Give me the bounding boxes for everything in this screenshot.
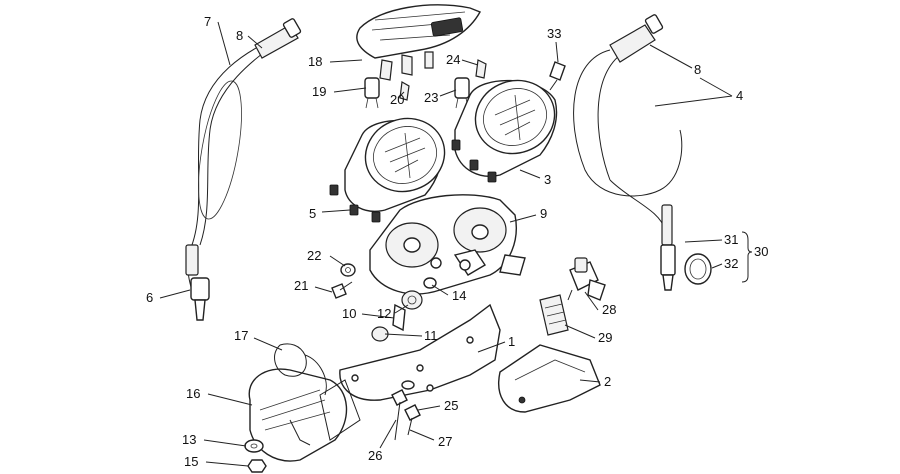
callout-15: 15 — [184, 454, 198, 469]
left-cable-assembly — [185, 18, 302, 321]
callout-31: 31 — [724, 232, 738, 247]
callout-24: 24 — [446, 52, 460, 67]
bulb-holders — [364, 59, 487, 109]
callout-29: 29 — [598, 330, 612, 345]
wiring-loom-16-17 — [248, 343, 361, 462]
callout-27: 27 — [438, 434, 452, 449]
callout-5: 5 — [309, 206, 316, 221]
screw-33 — [549, 61, 566, 91]
callout-16: 16 — [186, 386, 200, 401]
rev-counter-instrument — [451, 79, 558, 183]
cable-fitting-lower-right — [660, 244, 676, 276]
cable-fitting-lower-left — [185, 244, 199, 276]
callout-8-right: 8 — [694, 62, 701, 77]
callout-10: 10 — [342, 306, 356, 321]
bulb-20 — [399, 81, 410, 101]
callout-25: 25 — [444, 398, 458, 413]
callout-21: 21 — [294, 278, 308, 293]
callout-8-left: 8 — [236, 28, 243, 43]
bulb-holder-23 — [454, 77, 470, 99]
connector-29 — [539, 294, 569, 336]
callout-22: 22 — [307, 248, 321, 263]
callout-23: 23 — [424, 90, 438, 105]
spacer-10 — [392, 303, 406, 332]
warning-light-panel — [356, 4, 481, 81]
callout-30: 30 — [754, 244, 768, 259]
washer-13 — [244, 439, 264, 453]
cable-nut-6 — [190, 277, 210, 301]
callout-20: 20 — [390, 92, 404, 107]
nut-15 — [247, 459, 267, 473]
callout-labels: 7 8 18 19 20 24 23 33 8 4 3 5 9 22 21 6 … — [146, 14, 768, 469]
cover-2 — [498, 344, 601, 413]
callout-13: 13 — [182, 432, 196, 447]
right-cable-assembly — [573, 14, 712, 291]
callout-3: 3 — [544, 172, 551, 187]
callout-18: 18 — [308, 54, 322, 69]
callout-7: 7 — [204, 14, 211, 29]
bolts-25-26-27 — [391, 380, 421, 441]
bracket-plate-1 — [339, 303, 501, 401]
nut-22 — [340, 263, 356, 277]
instrument-housing-9 — [369, 194, 526, 295]
callout-4: 4 — [736, 88, 743, 103]
screw-21-nut-22 — [331, 263, 356, 299]
callout-12: 12 — [377, 306, 391, 321]
bulb-24 — [475, 59, 487, 79]
callout-6: 6 — [146, 290, 153, 305]
screw-21 — [331, 283, 347, 299]
callout-19: 19 — [312, 84, 326, 99]
washer-13-nut-15 — [244, 439, 267, 473]
callout-1: 1 — [508, 334, 515, 349]
switch-28 — [567, 257, 606, 301]
cable-end-fitting-top-right — [609, 24, 656, 63]
callout-33: 33 — [547, 26, 561, 41]
ring-nut-32 — [684, 253, 712, 285]
grommets-and-washers — [371, 257, 442, 342]
leader-lines — [159, 21, 753, 467]
callout-17: 17 — [234, 328, 248, 343]
cable-end-fitting-top-left — [254, 24, 299, 59]
callout-11: 11 — [424, 328, 438, 343]
callout-14: 14 — [452, 288, 466, 303]
callout-2: 2 — [604, 374, 611, 389]
callout-9: 9 — [540, 206, 547, 221]
callout-28: 28 — [602, 302, 616, 317]
bulb-holder-19 — [364, 77, 380, 99]
callout-32: 32 — [724, 256, 738, 271]
callout-26: 26 — [368, 448, 382, 463]
grommet-12 — [401, 290, 423, 310]
speedometer-instrument — [329, 117, 446, 223]
